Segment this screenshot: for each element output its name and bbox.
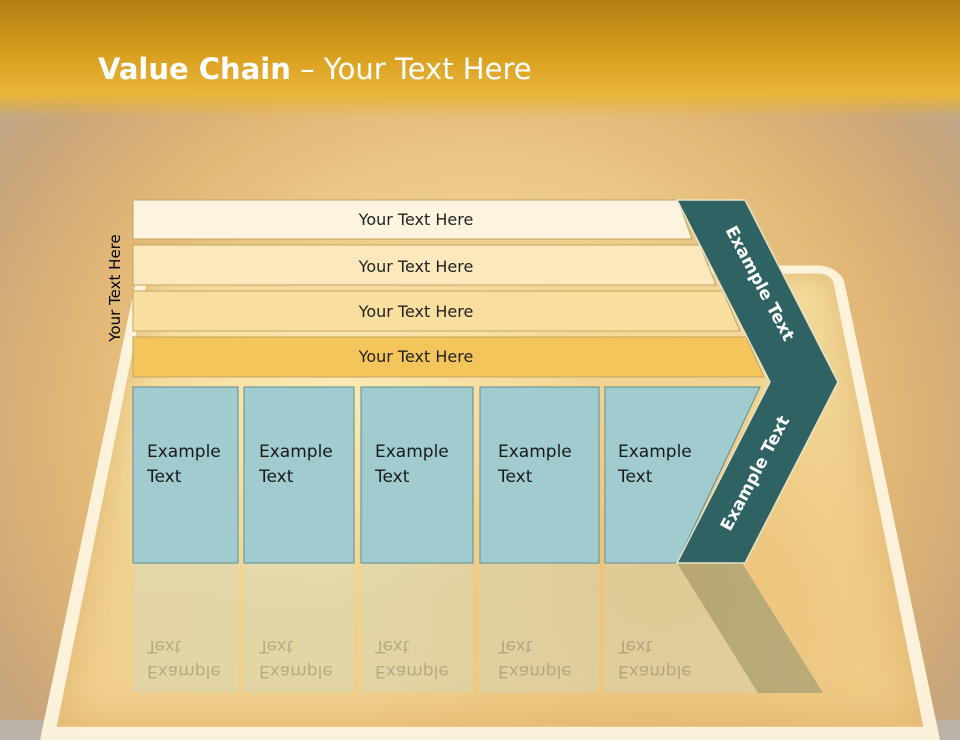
bar-2-label: Your Text Here [358,257,474,276]
box-3-text: Example Text [375,440,449,490]
box-4-reflection: Example Text [498,633,572,683]
box-1-line2: Text [147,465,221,490]
box-3-line2: Text [375,465,449,490]
box-4-line1: Example [498,440,572,465]
diagram-reflection [133,563,823,693]
box-2-line2: Text [259,465,333,490]
box-2-line1: Example [259,440,333,465]
box-1-reflection-line1: Example [147,658,221,683]
box-5-line1: Example [618,440,692,465]
box-5-line2: Text [618,465,692,490]
box-5-reflection-line1: Example [618,658,692,683]
box-3-reflection-line1: Example [375,658,449,683]
box-5-reflection: Example Text [618,633,692,683]
box-5-text: Example Text [618,440,692,490]
box-2-reflection-line1: Example [259,658,333,683]
box-1-line1: Example [147,440,221,465]
box-2-reflection-line2: Text [259,633,333,658]
box-1-text: Example Text [147,440,221,490]
bar-4-label: Your Text Here [358,347,474,366]
box-5-reflection-line2: Text [618,633,692,658]
box-4-reflection-line1: Example [498,658,572,683]
box-2-text: Example Text [259,440,333,490]
bar-3-label: Your Text Here [358,302,474,321]
box-1-reflection-line2: Text [147,633,221,658]
box-1-reflection: Example Text [147,633,221,683]
box-3-line1: Example [375,440,449,465]
box-4-line2: Text [498,465,572,490]
box-3-reflection-line2: Text [375,633,449,658]
box-4-reflection-line2: Text [498,633,572,658]
box-4-text: Example Text [498,440,572,490]
value-chain-diagram: Example Text Example Text Your Text Here… [0,0,960,720]
box-2-reflection: Example Text [259,633,333,683]
box-3-reflection: Example Text [375,633,449,683]
bar-1-label: Your Text Here [358,210,474,229]
